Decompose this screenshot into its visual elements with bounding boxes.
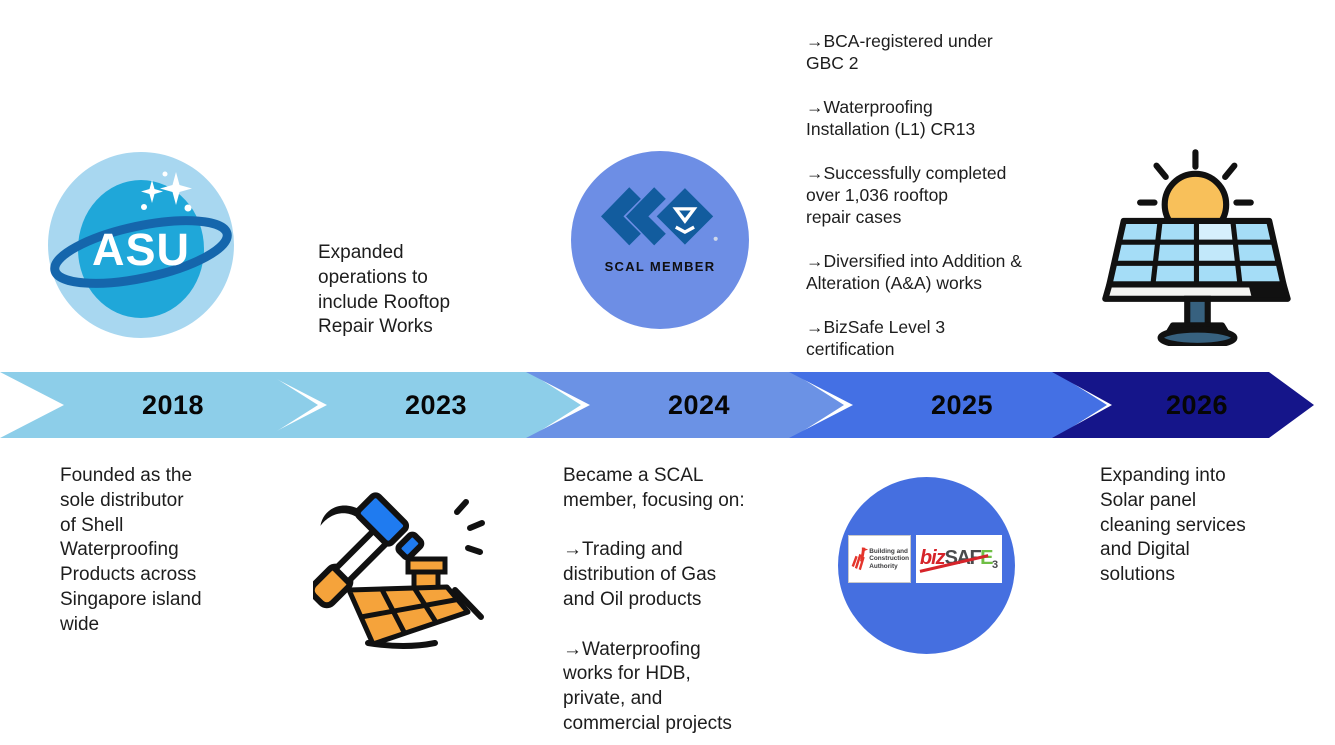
milestone-2024-description: Became a SCAL member, focusing on: →Trad… bbox=[563, 465, 745, 734]
solar-panel-icon bbox=[1102, 149, 1291, 346]
year-label: 2024 bbox=[667, 389, 731, 420]
bca-text: Building and Construction Authority bbox=[869, 548, 909, 570]
year-label: 2025 bbox=[930, 389, 994, 420]
certifications-badge: Building and Construction Authority bizS… bbox=[838, 477, 1015, 654]
asu-logo: ASU bbox=[48, 152, 234, 338]
asu-wordmark: ASU bbox=[92, 224, 190, 275]
sparkle-icon bbox=[141, 180, 163, 203]
year-label: 2023 bbox=[404, 389, 468, 420]
bizsafe-logo: bizSAFE3 bbox=[916, 535, 1002, 583]
year-label: 2018 bbox=[141, 389, 205, 420]
scal-member-logo: SCAL MEMBER bbox=[571, 151, 749, 329]
milestone-2018-description: Founded as the sole distributor of Shell… bbox=[60, 465, 202, 635]
scal-mark-icon bbox=[601, 187, 718, 246]
asu-globe-icon: ASU bbox=[50, 171, 232, 318]
milestone-2023-description: Expanded operations to include Rooftop R… bbox=[318, 242, 451, 338]
milestone-2026-description: Expanding into Solar panel cleaning serv… bbox=[1100, 465, 1246, 586]
year-label: 2026 bbox=[1165, 389, 1229, 420]
bca-logo: Building and Construction Authority bbox=[848, 535, 911, 583]
sparkle-icon bbox=[160, 172, 192, 205]
hammer-roof-icon bbox=[313, 492, 485, 649]
scal-caption: SCAL MEMBER bbox=[604, 259, 716, 274]
bca-mark-icon bbox=[851, 547, 869, 571]
timeline-arrow-2018: 2018 bbox=[0, 372, 318, 438]
milestone-2025-description: →BCA-registered under GBC 2 →Waterproofi… bbox=[806, 31, 1022, 359]
